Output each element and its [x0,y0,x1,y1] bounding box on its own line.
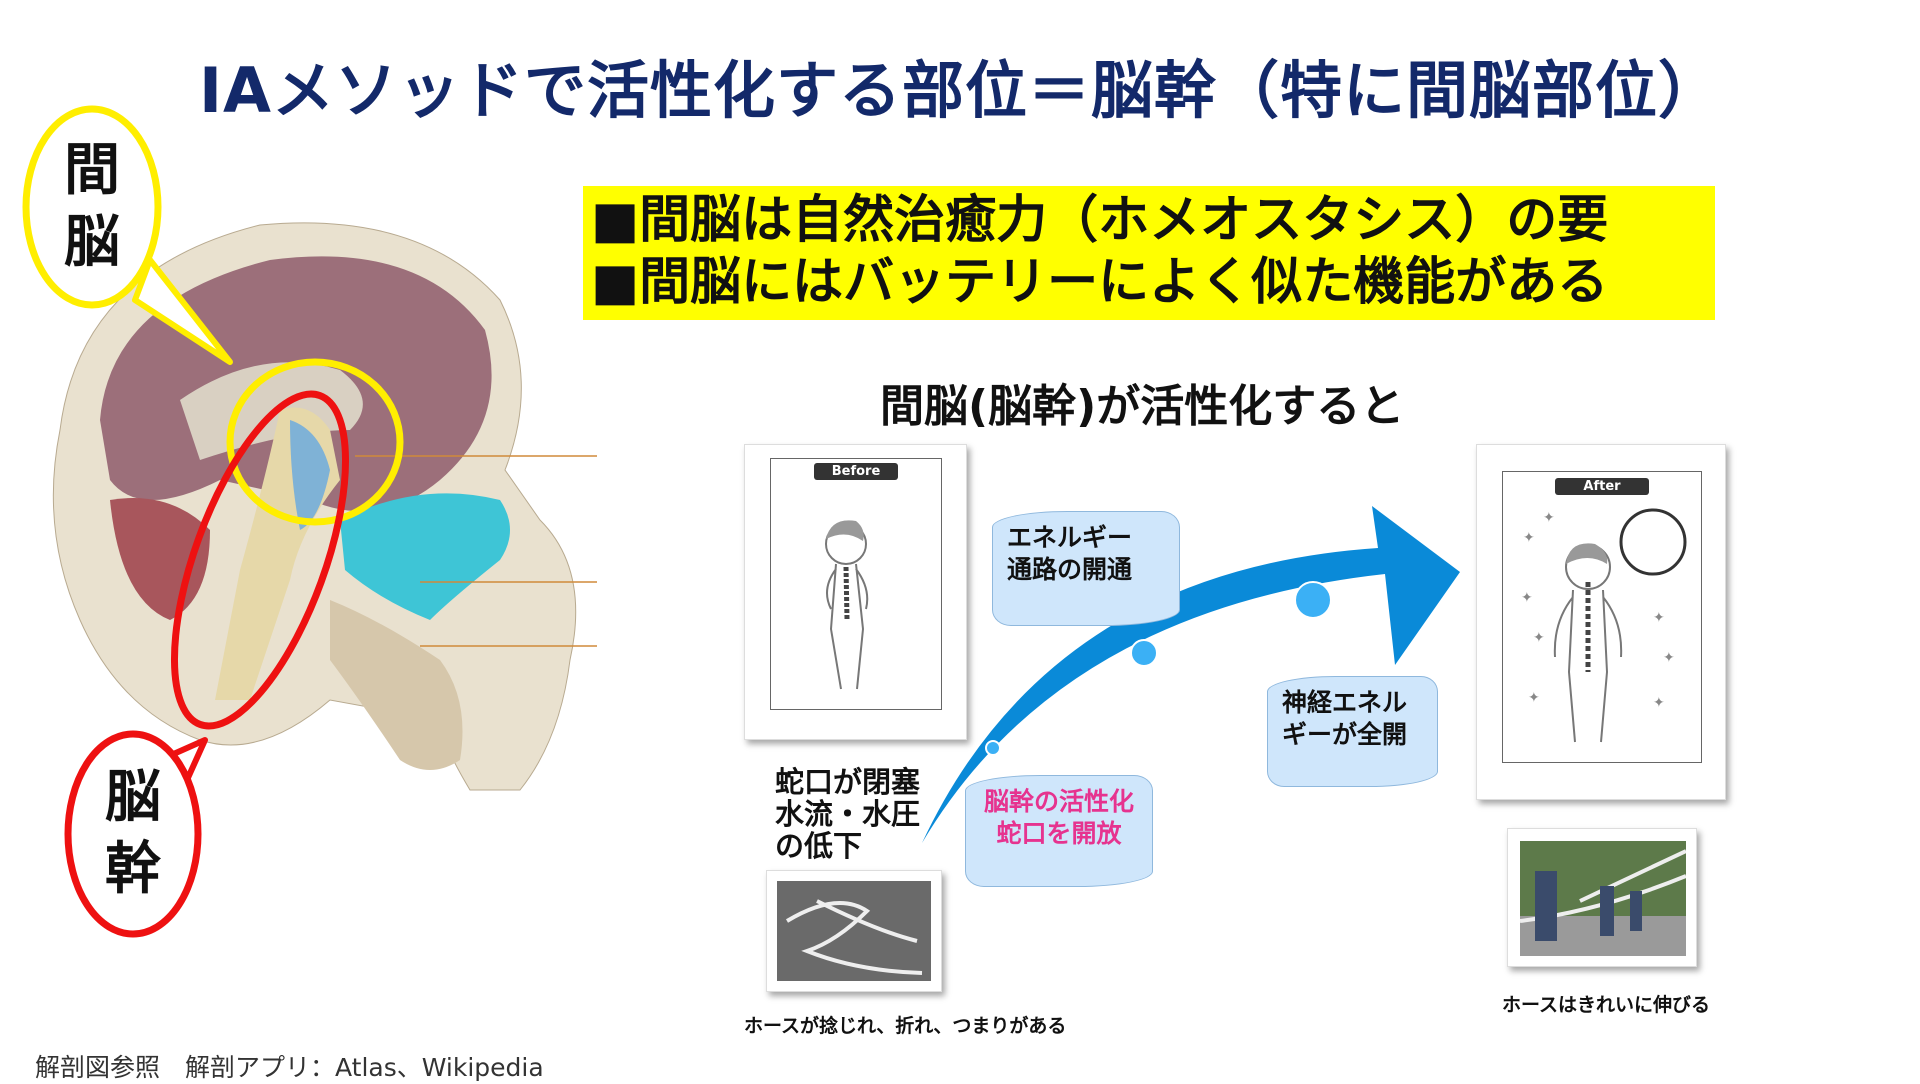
callout-diencephalon-char-2: 脳 [64,210,120,275]
caption-before: ホースが捻じれ、折れ、つまりがある [744,1015,1067,1037]
svg-text:✦: ✦ [1523,530,1535,546]
firefighters-hose-photo [1507,828,1697,967]
arrow-dot-1 [985,740,1001,756]
banner-nerve-line-2: ギーが全開 [1282,720,1408,749]
banner-energy-line-2: 通路の開通 [1007,555,1133,584]
slide-title: IAメソッドで活性化する部位＝脳幹（特に間脳部位） [198,54,1722,127]
faucet-line-2: 水流・水圧 [775,797,921,831]
after-tag: After [1555,478,1649,495]
svg-text:✦: ✦ [1528,690,1540,706]
svg-text:✦: ✦ [1521,590,1533,606]
svg-text:✦: ✦ [1533,630,1545,646]
callout-brainstem: 脳 幹 [68,762,198,906]
tangled-hose-photo [766,870,942,992]
highlight-line-2: ■間脳にはバッテリーによく似た機能がある [591,253,1609,312]
tired-person-icon [825,520,869,690]
before-tag: Before [814,463,898,480]
banner-brainstem-activation: 脳幹の活性化 蛇口を開放 [965,775,1153,887]
faucet-blocked-text: 蛇口が閉塞 水流・水圧 の低下 [775,766,920,862]
banner-nerve-line-1: 神経エネル [1282,688,1408,717]
source-footer: 解剖図参照 解剖アプリ：Atlas、Wikipedia [35,1053,544,1082]
brain-anatomy-illustration [22,105,597,938]
banner-brainstem-line-1: 脳幹の活性化 [983,787,1134,816]
highlight-line-1: ■間脳は自然治癒力（ホメオスタシス）の要 [591,191,1609,250]
diagram-heading: 間脳(脳幹)が活性化すると [880,381,1405,432]
faucet-line-1: 蛇口が閉塞 [775,765,921,799]
callout-diencephalon-char-1: 間 [64,138,120,203]
callout-brainstem-char-1: 脳 [105,765,161,830]
banner-brainstem-line-2: 蛇口を開放 [996,819,1122,848]
faucet-line-3: の低下 [775,829,863,863]
svg-text:✦: ✦ [1663,650,1675,666]
before-illustration: Before [770,458,942,710]
banner-energy-pathway: エネルギー 通路の開通 [992,511,1180,626]
banner-energy-line-1: エネルギー [1007,523,1133,552]
after-frame: After ✦ ✦ ✦ ✦ ✦ ✦ ✦ ✦ [1476,444,1726,800]
before-frame: Before [744,444,967,740]
brainstem-highlight-ellipse [170,390,350,730]
arrow-dot-3 [1294,581,1332,619]
svg-text:✦: ✦ [1653,695,1665,711]
highlight-box: ■間脳は自然治癒力（ホメオスタシス）の要 ■間脳にはバッテリーによく似た機能があ… [583,186,1715,320]
caption-after: ホースはきれいに伸びる [1502,994,1711,1016]
arrow-dot-2 [1130,639,1158,667]
svg-text:✦: ✦ [1653,610,1665,626]
after-illustration: After ✦ ✦ ✦ ✦ ✦ ✦ ✦ ✦ [1502,471,1702,763]
callout-brainstem-char-2: 幹 [105,837,161,902]
diencephalon-highlight-ellipse [226,358,404,526]
banner-nerve-energy: 神経エネル ギーが全開 [1267,676,1438,787]
callout-diencephalon: 間 脳 [26,135,158,279]
svg-text:✦: ✦ [1543,510,1555,526]
healthy-person-icon: ✦ ✦ ✦ ✦ ✦ ✦ ✦ ✦ [1521,508,1687,743]
